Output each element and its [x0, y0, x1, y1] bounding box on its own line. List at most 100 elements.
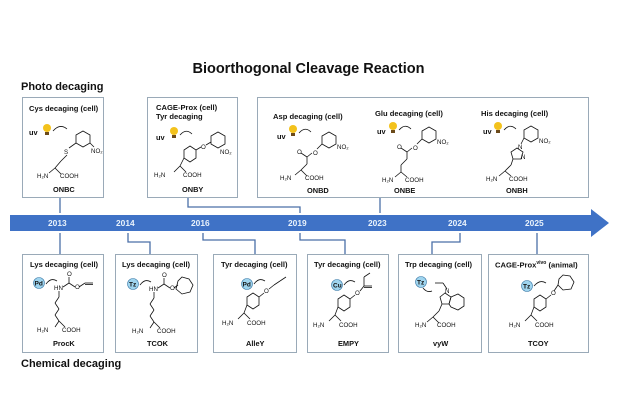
atom-amine: H₂N [222, 320, 233, 327]
atom-carbonyl-o: O [397, 144, 402, 151]
chemical-section-label: Chemical decaging [21, 358, 122, 370]
trigger-label: Tz [417, 280, 425, 287]
tz-badge-icon [415, 276, 427, 288]
atom-amine: H₂N [486, 176, 497, 183]
atom-acid: COOH [62, 327, 81, 334]
compound-label: TCOY [528, 339, 549, 348]
card-prock: Lys decaging (cell) Pd HN O [22, 254, 104, 353]
atom-acid: COOH [339, 322, 358, 329]
timeline-arrow [10, 209, 609, 237]
card-title-main: CAGE-Prox [495, 260, 537, 270]
arrow-icon [343, 280, 356, 286]
compound-label: ProcK [53, 339, 75, 348]
connector-vyw [431, 233, 461, 254]
connector-lines [59, 198, 538, 254]
compound-label: ONBC [53, 185, 75, 194]
atom-n: N [445, 288, 449, 295]
card-title-rest: (animal) [546, 260, 578, 270]
atom-nh: HN [149, 286, 158, 293]
atom-acid: COOH [509, 176, 528, 183]
card-onby: CAGE-Prox (cell) Tyr decaging uv O NO₂ H… [147, 97, 238, 198]
atom-no2: NO₂ [220, 149, 232, 156]
alley-structure: Pd O H₂N COOH [222, 276, 287, 327]
atom-acid: COOH [437, 322, 456, 329]
bulb-icon [389, 122, 397, 133]
tcoy-structure: Tz O H₂N COOH [509, 274, 575, 329]
atom-o: O [551, 290, 556, 297]
atom-nh: HN [54, 285, 63, 292]
vyw-structure: Tz N H₂N COOH [415, 276, 465, 329]
atom-o: O [355, 290, 360, 297]
atom-s: S [64, 149, 68, 156]
atom-no2: NO₂ [437, 139, 449, 146]
card-empy: Tyr decaging (cell) Cu O H₂N COOH EMPY [307, 254, 389, 353]
atom-acid: COOH [183, 172, 202, 179]
atom-acid: COOH [535, 322, 554, 329]
card-title: CAGE-Prox (cell) [156, 103, 218, 112]
card-title: Tyr decaging (cell) [314, 260, 381, 269]
uv-label: uv [483, 127, 492, 136]
bulb-icon [43, 124, 51, 135]
atom-acid: COOH [60, 173, 79, 180]
uv-label: uv [377, 127, 386, 136]
prock-structure: Pd HN O O H₂N COOH [33, 271, 93, 334]
compound-label: ONBY [182, 185, 204, 194]
card-alley: Tyr decaging (cell) Pd O H₂N COOH AlleY [213, 254, 297, 353]
connector-alley [202, 233, 256, 254]
atom-amine: H₂N [132, 328, 143, 335]
card-subtitle: Tyr decaging [156, 112, 203, 121]
atom-carbonyl-o: O [162, 272, 167, 279]
card-title: Tyr decaging (cell) [221, 260, 288, 269]
onbd-structure: O O NO₂ H₂N COOH [280, 125, 349, 182]
card-title: Asp decaging (cell) [273, 112, 343, 121]
year-2014: 2014 [116, 218, 135, 228]
tz-badge-icon [521, 280, 533, 292]
card-title: Trp decaging (cell) [405, 260, 473, 269]
atom-o: O [313, 150, 318, 157]
atom-amine: H₂N [37, 173, 48, 180]
atom-amine: H₂N [509, 322, 520, 329]
compound-label: ONBD [307, 186, 329, 195]
pd-badge-icon [241, 278, 253, 290]
arrow-icon [533, 281, 547, 287]
photo-section-label: Photo decaging [21, 81, 104, 93]
onby-structure: O NO₂ H₂N COOH [154, 127, 232, 179]
cu-badge-icon [331, 279, 343, 291]
atom-amine: H₂N [37, 327, 48, 334]
year-2016: 2016 [191, 218, 210, 228]
card-group-2023 [257, 97, 589, 198]
atom-n2: N [521, 154, 525, 161]
atom-n: N [518, 144, 522, 151]
uv-label: uv [156, 133, 165, 142]
card-onbc: Cys decaging (cell) uv S NO₂ H₂N COOH ON… [22, 97, 104, 198]
bulb-icon [170, 127, 178, 138]
atom-amine: H₂N [382, 177, 393, 184]
atom-amine: H₂N [313, 322, 324, 329]
onbe-structure: O O NO₂ H₂N COOH [382, 122, 449, 184]
year-2025: 2025 [525, 218, 544, 228]
atom-acid: COOH [405, 177, 424, 184]
arrow-icon [179, 130, 193, 136]
tz-badge-icon [127, 278, 139, 290]
year-2023: 2023 [368, 218, 387, 228]
year-2019: 2019 [288, 218, 307, 228]
uv-label: uv [277, 132, 286, 141]
arrow-icon [298, 128, 312, 134]
onbc-structure: S NO₂ H₂N COOH [37, 124, 103, 180]
arrow-icon [139, 280, 152, 286]
trigger-label: Cu [333, 283, 342, 290]
card-title: Cys decaging (cell) [29, 104, 99, 113]
compound-label: ONBE [394, 186, 416, 195]
arrow-icon [253, 279, 266, 285]
compound-label: ONBH [506, 186, 528, 195]
atom-o: O [413, 145, 418, 152]
atom-no2: NO₂ [337, 144, 349, 151]
pd-badge-icon [33, 277, 45, 289]
year-2013: 2013 [48, 218, 67, 228]
card-title: His decaging (cell) [481, 109, 549, 118]
compound-label: TCOK [147, 339, 168, 348]
card-onbh: His decaging (cell) uv N N NO₂ H₂N COOH … [477, 97, 589, 198]
card-onbd: Asp decaging (cell) uv O O NO₂ H₂N COOH … [257, 97, 367, 198]
atom-amine: H₂N [154, 172, 165, 179]
compound-label: EMPY [338, 339, 359, 348]
